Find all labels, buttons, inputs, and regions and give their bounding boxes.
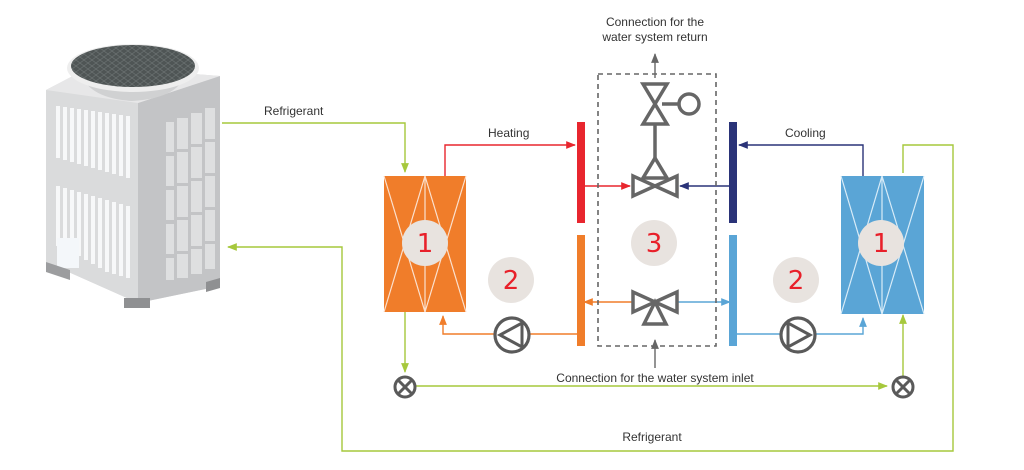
- unit-foot: [46, 262, 70, 280]
- marker-heat-exchanger-cold: 1: [858, 220, 904, 266]
- refrigerant-supply-label: Refrigerant: [264, 104, 324, 118]
- refrigerant-return-line: [227, 144, 954, 452]
- marker-pump-hot: 2: [488, 257, 534, 303]
- hot-return-line: [439, 315, 580, 335]
- front-vent-grille-lower: [56, 186, 130, 278]
- inlet-connection-label: Connection for the water system inlet: [556, 371, 754, 385]
- unit-foot: [206, 278, 220, 292]
- return-connection-label-line2: water system return: [601, 30, 707, 44]
- marker-number: 1: [417, 229, 434, 259]
- unit-foot: [124, 298, 150, 308]
- marker-valve-group: 3: [631, 220, 677, 266]
- side-coil-grid: [166, 108, 215, 280]
- cooling-label: Cooling: [785, 126, 826, 140]
- refrigerant-supply-line: [222, 122, 409, 173]
- marker-number: 1: [873, 229, 890, 259]
- hot-return-header: [577, 235, 585, 346]
- three-way-valve-actuated-icon: [631, 82, 701, 199]
- cold-return-header: [729, 235, 737, 346]
- three-way-valve-icon: [631, 289, 679, 326]
- marker-number: 2: [503, 266, 520, 296]
- cooling-header: [729, 122, 737, 223]
- service-panel: [57, 238, 79, 268]
- marker-number: 2: [788, 266, 805, 296]
- heating-label: Heating: [488, 126, 529, 140]
- expansion-valve-icon: [393, 375, 417, 399]
- heating-header: [577, 122, 585, 223]
- refrigerant-return-label: Refrigerant: [622, 430, 682, 444]
- pump-icon: [493, 316, 531, 354]
- fan-icon: [67, 44, 199, 101]
- pump-icon: [779, 316, 817, 354]
- refrigerant-lines: [222, 122, 954, 452]
- heating-supply-line: [444, 141, 576, 176]
- marker-number: 3: [646, 229, 663, 259]
- cold-return-line: [734, 317, 867, 335]
- expansion-valve-icon: [891, 375, 915, 399]
- valve-group-boundary: [597, 73, 717, 347]
- marker-heat-exchanger-hot: 1: [402, 220, 448, 266]
- marker-pump-cold: 2: [773, 257, 819, 303]
- return-connection-label-line1: Connection for the: [606, 15, 704, 29]
- front-vent-grille-upper: [56, 106, 130, 178]
- outdoor-unit: [46, 44, 220, 308]
- cooling-supply-line: [738, 141, 864, 176]
